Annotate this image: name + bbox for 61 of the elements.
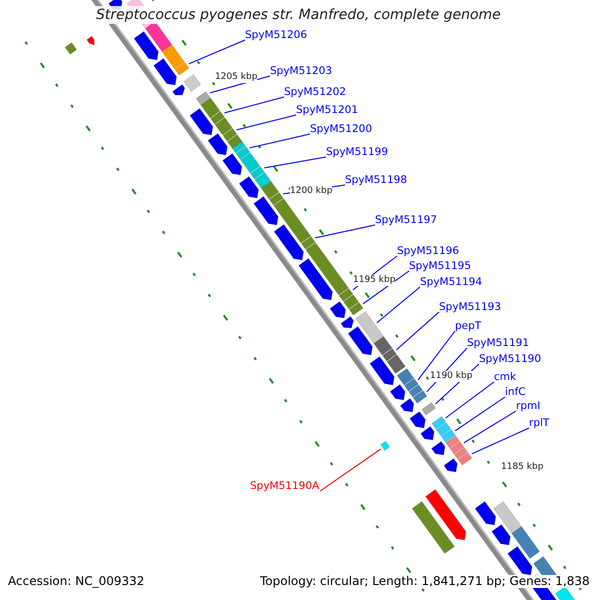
gene-label: SpyM51200 bbox=[310, 123, 372, 136]
gene-label: rpmI bbox=[516, 400, 540, 413]
scale-label: 1200 kbp bbox=[290, 186, 332, 197]
gene-label: cmk bbox=[494, 371, 516, 384]
gene-label: SpyM51201 bbox=[296, 104, 358, 117]
gene-feature bbox=[174, 62, 190, 76]
gene-feature bbox=[250, 166, 265, 180]
gene-feature bbox=[268, 192, 284, 206]
genome-summary-text: Topology: circular; Length: 1,841,271 bp; Genes: 1,838 bbox=[260, 575, 590, 588]
gene-label: SpyM51206 bbox=[245, 29, 308, 42]
gene-label: pepT bbox=[455, 320, 482, 333]
leader-line bbox=[249, 134, 310, 148]
leader-line bbox=[320, 448, 382, 492]
gene-feature bbox=[348, 302, 364, 316]
gene-feature bbox=[236, 146, 250, 160]
gene-label: SpyM51195 bbox=[409, 260, 472, 273]
leader-line bbox=[454, 396, 506, 432]
gene-label: SpyM51203 bbox=[270, 65, 332, 78]
gene-label: SpyM51193 bbox=[439, 301, 502, 314]
leader-line bbox=[463, 410, 516, 444]
gene-feature bbox=[222, 128, 238, 142]
leader-line bbox=[264, 156, 326, 168]
leader-line bbox=[445, 382, 494, 418]
gene-feature bbox=[458, 452, 472, 466]
gene-feature bbox=[404, 378, 419, 392]
leader-line bbox=[418, 330, 456, 380]
scale-label: 1195 kbp bbox=[353, 275, 396, 286]
gene-label: SpyM51190A bbox=[250, 480, 320, 493]
gene-label: SpyM51196 bbox=[397, 245, 460, 258]
gene-feature bbox=[380, 440, 390, 451]
gene-label: rplT bbox=[529, 417, 550, 430]
scale-label: 1185 kbp bbox=[501, 462, 544, 473]
gene-feature bbox=[362, 321, 378, 335]
gene-label: SpyM51190 bbox=[479, 353, 542, 366]
gene-label: SpyM51197 bbox=[375, 214, 438, 227]
leader-line bbox=[396, 312, 440, 350]
gene-feature bbox=[210, 111, 225, 125]
accession-text: Accession: NC_009332 bbox=[8, 575, 144, 588]
gene-label: SpyM51194 bbox=[420, 276, 482, 289]
gene-label: SpyM51198 bbox=[345, 174, 408, 187]
scale-label: 1205 kbp bbox=[215, 72, 258, 83]
gene-label: infC bbox=[505, 386, 526, 399]
gene-feature bbox=[382, 348, 397, 362]
leader-line bbox=[362, 270, 410, 304]
leader-line bbox=[224, 96, 284, 114]
gene-label: SpyM51202 bbox=[284, 86, 346, 99]
gene-label: SpyM51199 bbox=[326, 146, 388, 159]
leader-line bbox=[236, 114, 296, 130]
gene-feature bbox=[412, 390, 428, 404]
gene-feature bbox=[432, 416, 446, 430]
scale-label: 1190 kbp bbox=[430, 371, 472, 382]
leader-line bbox=[314, 224, 376, 238]
leader-line bbox=[471, 428, 530, 454]
gene-feature bbox=[196, 91, 210, 105]
gene-label: SpyM51191 bbox=[467, 337, 530, 350]
gene-feature bbox=[450, 441, 464, 455]
leader-line bbox=[376, 286, 420, 324]
gene-feature bbox=[338, 288, 354, 302]
gene-feature bbox=[440, 429, 456, 443]
gene-feature bbox=[300, 236, 316, 250]
gene-feature bbox=[421, 402, 436, 416]
